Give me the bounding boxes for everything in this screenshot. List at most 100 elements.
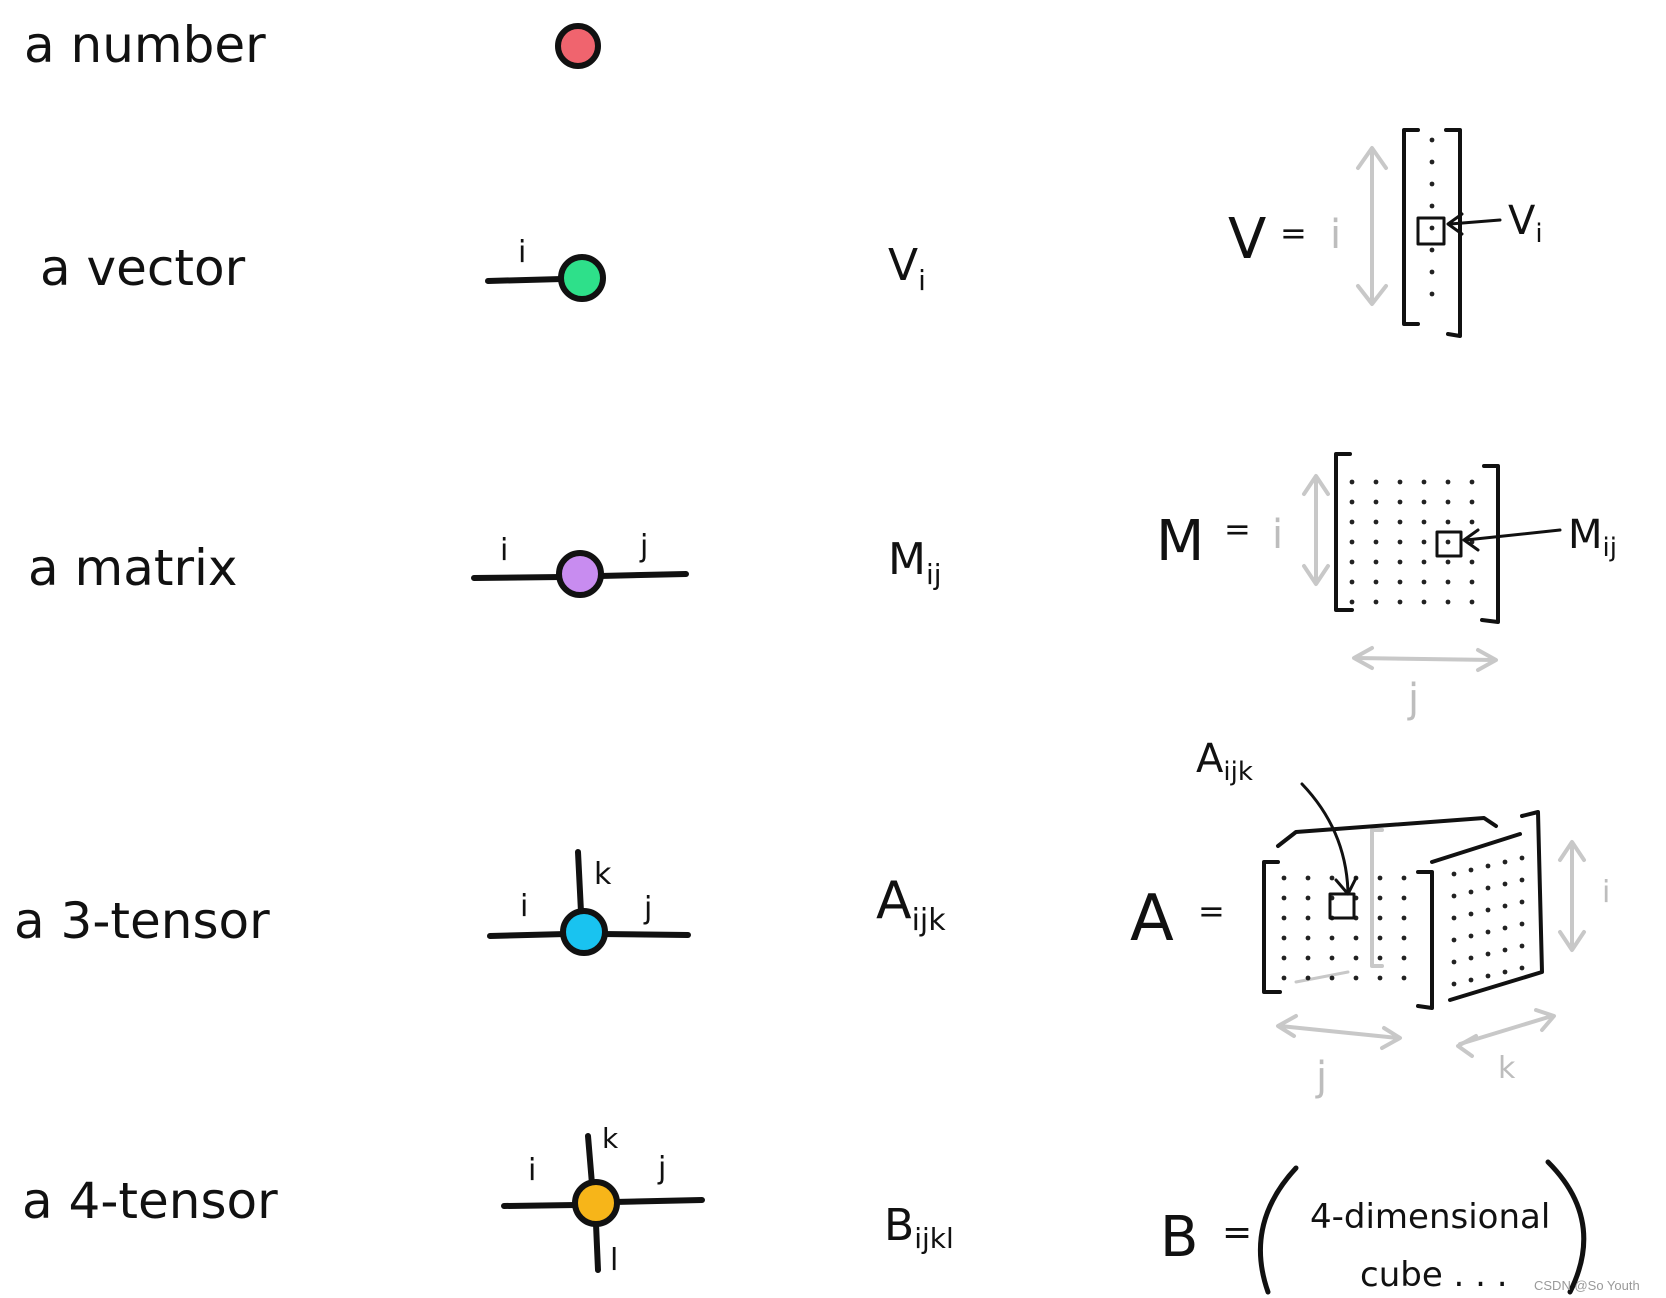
tensor-selected-entry [1328, 892, 1356, 920]
entry-dot [1451, 915, 1457, 921]
matrix-pointer-label: Mij [1568, 512, 1617, 563]
vector-entries [1429, 137, 1435, 297]
entry-dot [1397, 539, 1403, 545]
4-tensor-edge-i [501, 1202, 579, 1209]
watermark: CSDN @So Youth [1534, 1278, 1640, 1293]
entry-dot [1485, 929, 1491, 935]
entry-dot [1502, 969, 1508, 975]
number-node [555, 23, 601, 69]
4-tensor-edge-j [611, 1197, 705, 1205]
entry-dot [1469, 559, 1475, 565]
entry-dot [1445, 539, 1451, 545]
entry-dot [1485, 973, 1491, 979]
entry-dot [1329, 955, 1335, 961]
entry-dot [1421, 579, 1427, 585]
tensor-front-brackets [1262, 860, 1434, 1010]
entry-dot [1485, 907, 1491, 913]
matrix-edge-label-j: j [639, 529, 648, 564]
entry-dot [1305, 915, 1311, 921]
vector-selected-entry [1416, 216, 1446, 246]
entry-dot [1281, 975, 1287, 981]
entry-dot [1397, 579, 1403, 585]
entry-dot [1401, 895, 1407, 901]
entry-dot [1329, 935, 1335, 941]
4-tensor-index-notation: Bijkl [884, 1200, 954, 1255]
entry-dot [1349, 539, 1355, 545]
entry-dot [1401, 875, 1407, 881]
fourd-text-line2: cube . . . [1360, 1255, 1508, 1295]
matrix-edge-label-i: i [500, 533, 508, 568]
matrix-node [556, 550, 604, 598]
entry-dot [1281, 915, 1287, 921]
entry-dot [1485, 951, 1491, 957]
tensor-pic-axis-label-k: k [1498, 1051, 1516, 1086]
fourd-pic-lhs: B [1160, 1205, 1198, 1270]
row-label-number: a number [24, 16, 266, 74]
4-tensor-edge-k [585, 1133, 595, 1187]
matrix-pointer-arrow [1462, 528, 1562, 552]
vector-pic-lhs: V [1228, 207, 1266, 272]
entry-dot [1373, 499, 1379, 505]
4-tensor-picture: B = 4-dimensional cube . . . [1160, 1159, 1587, 1295]
entry-dot [1397, 499, 1403, 505]
entry-dot [1469, 479, 1475, 485]
entry-dot [1353, 955, 1359, 961]
entry-dot [1305, 935, 1311, 941]
matrix-index-notation: Mij [888, 534, 942, 591]
4-tensor-edge-l [593, 1221, 601, 1273]
3-tensor-edge-k [575, 849, 584, 915]
entry-dot [1305, 895, 1311, 901]
entry-dot [1429, 203, 1435, 209]
matrix-edge-j [597, 571, 689, 579]
entry-dot [1353, 975, 1359, 981]
entry-dot [1397, 479, 1403, 485]
vector-network: i [485, 235, 606, 302]
tensor-pic-axis-label-j: j [1315, 1054, 1327, 1100]
4-tensor-network: k i j l [501, 1122, 705, 1278]
3-tensor-edge-label-k: k [594, 857, 612, 892]
vector-pic-equals: = [1280, 214, 1307, 252]
3-tensor-picture: A = Aijk i j k [1130, 736, 1610, 1100]
entry-dot [1401, 915, 1407, 921]
entry-dot [1469, 579, 1475, 585]
entry-dot [1329, 875, 1335, 881]
entry-dot [1305, 875, 1311, 881]
matrix-pic-axis-label-i: i [1272, 512, 1283, 558]
entry-dot [1421, 559, 1427, 565]
4-tensor-edge-label-j: j [657, 1151, 666, 1186]
fourd-right-paren [1545, 1159, 1587, 1295]
entry-dot [1445, 519, 1451, 525]
entry-dot [1429, 225, 1435, 231]
4-tensor-edge-label-k: k [602, 1122, 619, 1155]
tensor-entries [1281, 855, 1525, 987]
entry-dot [1421, 539, 1427, 545]
entry-dot [1373, 479, 1379, 485]
entry-dot [1445, 599, 1451, 605]
entry-dot [1377, 975, 1383, 981]
entry-dot [1373, 559, 1379, 565]
entry-dot [1281, 875, 1287, 881]
entry-dot [1469, 519, 1475, 525]
matrix-picture: M = i Mij j [1156, 452, 1617, 722]
entry-dot [1429, 181, 1435, 187]
entry-dot [1445, 559, 1451, 565]
entry-dot [1468, 911, 1474, 917]
entry-dot [1353, 935, 1359, 941]
entry-dot [1519, 899, 1525, 905]
matrix-pic-lhs: M [1156, 509, 1204, 574]
3-tensor-edge-label-j: j [643, 891, 652, 926]
matrix-edge-i [471, 574, 565, 581]
entry-dot [1451, 981, 1457, 987]
3-tensor-node [560, 908, 608, 956]
row-label-vector: a vector [40, 239, 246, 297]
entry-dot [1519, 921, 1525, 927]
matrix-pic-equals: = [1224, 510, 1251, 548]
entry-dot [1469, 499, 1475, 505]
entry-dot [1373, 519, 1379, 525]
entry-dot [1377, 895, 1383, 901]
entry-dot [1502, 881, 1508, 887]
entry-dot [1421, 519, 1427, 525]
matrix-network: i j [471, 529, 689, 598]
entry-dot [1421, 599, 1427, 605]
entry-dot [1305, 955, 1311, 961]
